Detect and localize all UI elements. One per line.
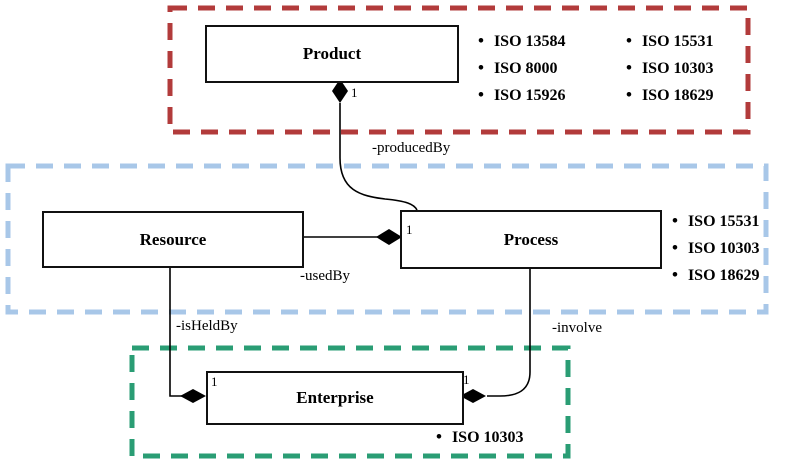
- iso-item: ISO 15531: [626, 28, 714, 55]
- usedby-label: -usedBy: [300, 268, 350, 284]
- iso-item: ISO 18629: [672, 262, 760, 289]
- composition-diamond-icon: [180, 389, 206, 403]
- entity-resource-label: Resource: [139, 229, 207, 249]
- iso-item: ISO 10303: [436, 424, 524, 451]
- iso-item: ISO 15926: [478, 82, 566, 109]
- usedby-multiplicity: 1: [406, 222, 413, 237]
- iso-item: ISO 10303: [626, 55, 714, 82]
- producedby-connector: [339, 103, 418, 211]
- involve-multiplicity: 1: [463, 372, 470, 387]
- product-iso-list-col1: ISO 13584 ISO 8000 ISO 15926: [478, 28, 566, 109]
- producedby-multiplicity: 1: [351, 85, 358, 100]
- isheldby-connector: [169, 264, 182, 397]
- iso-item: ISO 8000: [478, 55, 566, 82]
- producedby-label: -producedBy: [372, 140, 451, 156]
- composition-diamond-icon: [460, 389, 486, 403]
- process-iso-list: ISO 15531 ISO 10303 ISO 18629: [672, 208, 760, 289]
- isheldby-multiplicity: 1: [211, 374, 218, 389]
- iso-item: ISO 15531: [672, 208, 760, 235]
- isheldby-label: -isHeldBy: [176, 318, 238, 334]
- enterprise-iso-list: ISO 10303: [436, 424, 524, 451]
- product-group-frame: [167, 5, 751, 135]
- enterprise-group-frame: [129, 345, 571, 459]
- involve-connector: [487, 265, 531, 397]
- entity-process-label: Process: [503, 229, 559, 249]
- composition-diamond-icon: [376, 229, 402, 245]
- iso-item: ISO 18629: [626, 82, 714, 109]
- entity-process[interactable]: Process: [400, 210, 662, 269]
- involve-label: -involve: [552, 320, 602, 336]
- entity-product[interactable]: Product: [205, 25, 459, 83]
- entity-resource[interactable]: Resource: [42, 211, 304, 268]
- iso-item: ISO 13584: [478, 28, 566, 55]
- composition-diamond-icon: [332, 79, 348, 103]
- process-group-frame: [5, 163, 769, 315]
- entity-product-label: Product: [302, 44, 362, 63]
- entity-enterprise[interactable]: Enterprise: [206, 371, 464, 425]
- entity-enterprise-label: Enterprise: [296, 388, 374, 407]
- product-iso-list-col2: ISO 15531 ISO 10303 ISO 18629: [626, 28, 714, 109]
- iso-item: ISO 10303: [672, 235, 760, 262]
